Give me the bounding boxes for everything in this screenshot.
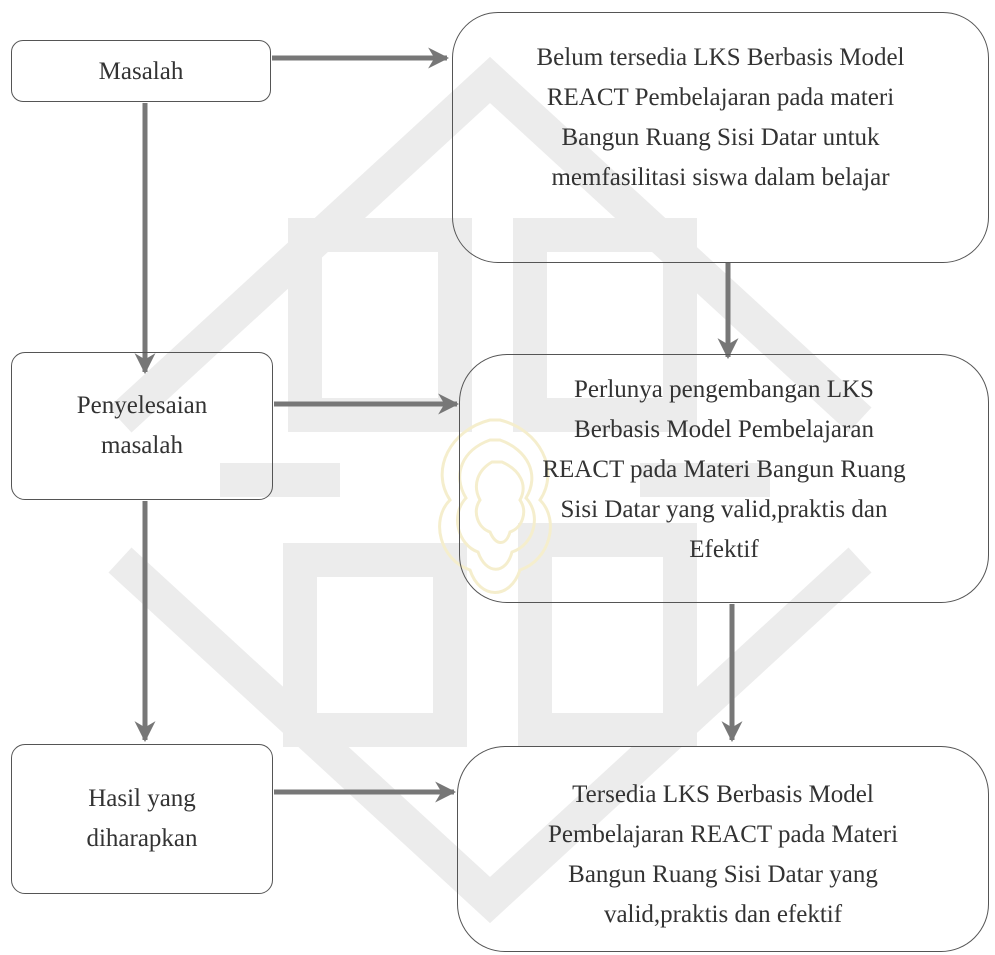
node-masalah: Masalah [11,40,271,102]
node-hasil-yang-diharapkan: Hasil yang diharapkan [11,744,273,894]
node-tersedia-label: Tersedia LKS Berbasis Model Pembelajaran… [547,781,899,928]
node-penyelesaian-label: Penyelesaian masalah [76,392,208,459]
node-masalah-label: Masalah [98,58,184,85]
node-hasil-label: Hasil yang diharapkan [86,785,198,852]
node-belum-tersedia-label: Belum tersedia LKS Berbasis Model REACT … [536,43,905,191]
node-penyelesaian-masalah: Penyelesaian masalah [11,352,273,500]
node-tersedia-lks: Tersedia LKS Berbasis Model Pembelajaran… [457,746,989,952]
node-perlunya-label: Perlunya pengembangan LKS Berbasis Model… [542,375,906,563]
node-belum-tersedia: Belum tersedia LKS Berbasis Model REACT … [452,12,989,263]
node-perlunya-pengembangan: Perlunya pengembangan LKS Berbasis Model… [459,354,989,603]
